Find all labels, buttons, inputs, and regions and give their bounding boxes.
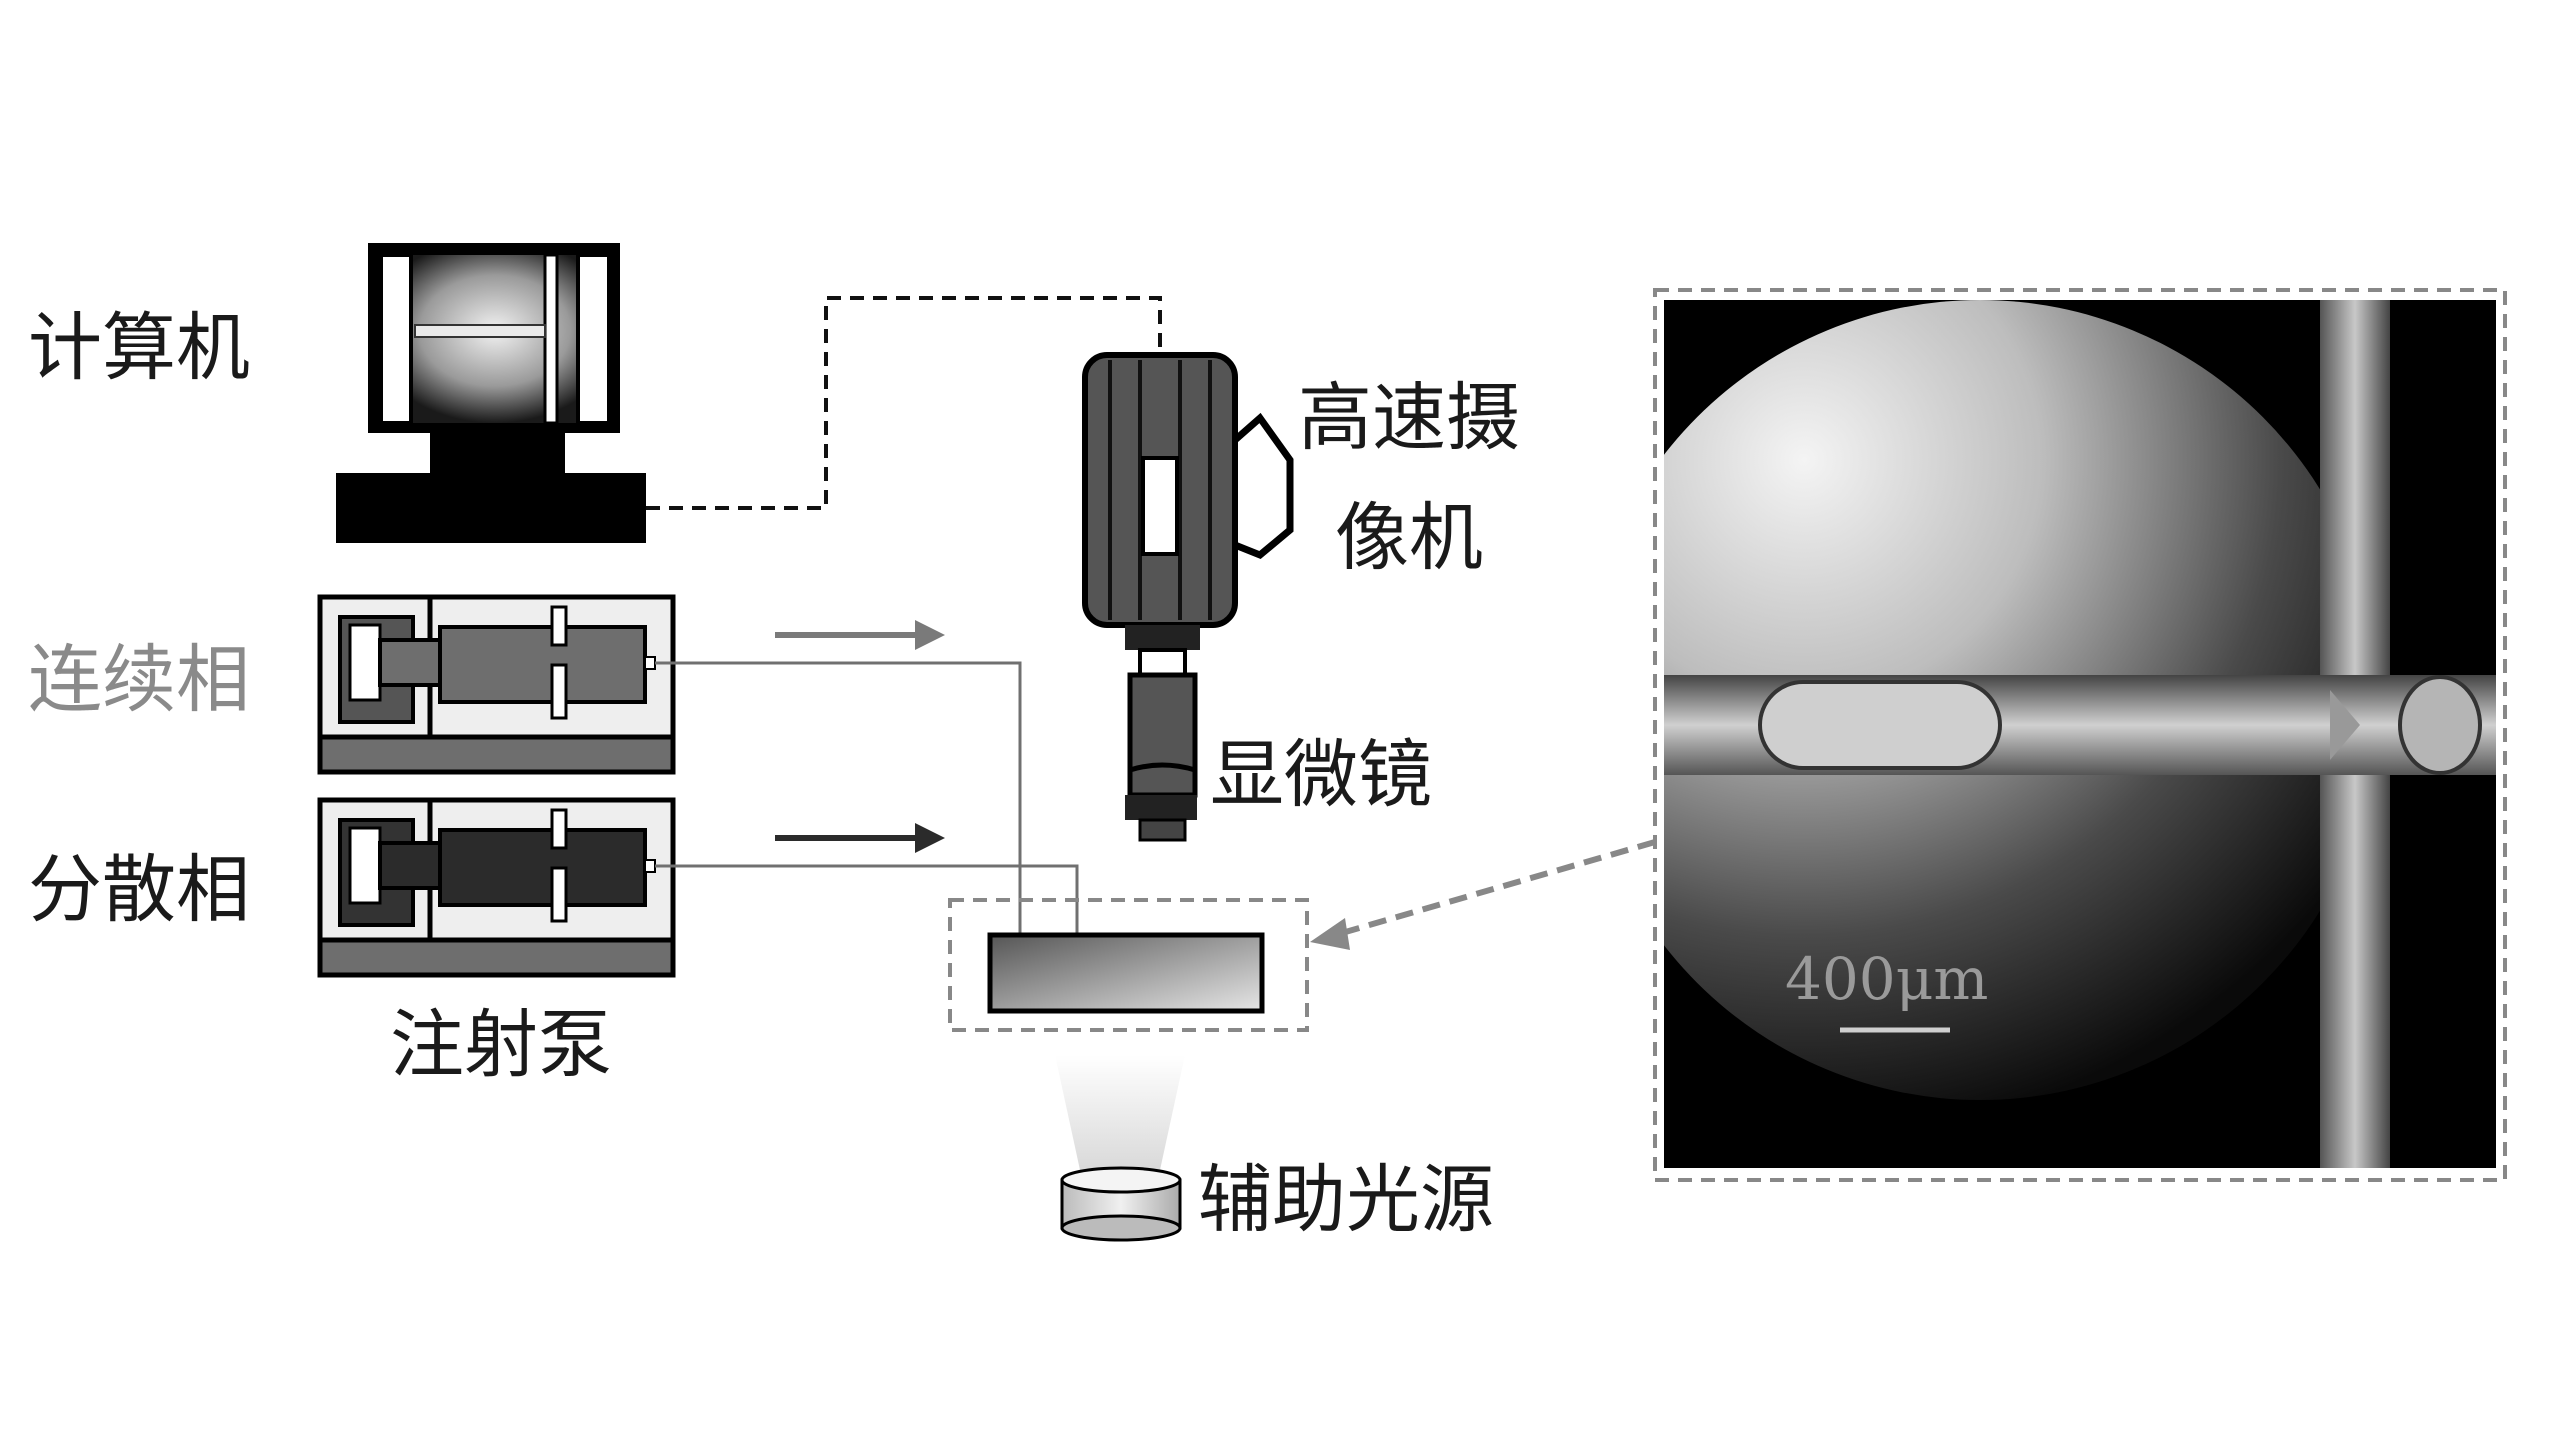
chip-highlight-box bbox=[948, 898, 1309, 1032]
light-source-icon bbox=[1060, 1166, 1182, 1242]
microscope-icon bbox=[1125, 648, 1198, 842]
scale-bar-label: 400μm bbox=[1785, 945, 1989, 1013]
syringe-pump-label: 注射泵 bbox=[390, 1002, 612, 1088]
micrograph-panel bbox=[1653, 288, 2507, 1182]
high-speed-camera-icon bbox=[1082, 352, 1294, 650]
data-cable-line bbox=[646, 296, 1162, 510]
zoom-pointer-arrow bbox=[1310, 839, 1656, 950]
continuous-flow-arrow bbox=[775, 620, 945, 650]
computer-label: 计算机 bbox=[28, 305, 250, 391]
dispersed-tube-line bbox=[655, 864, 1079, 935]
dispersed-phase-pump-icon bbox=[317, 797, 676, 978]
computer-icon bbox=[336, 243, 646, 543]
high-speed-camera-label-line2: 像机 bbox=[1335, 495, 1483, 581]
microscope-label: 显微镜 bbox=[1210, 732, 1432, 818]
continuous-tube-line bbox=[655, 661, 1022, 935]
light-beam bbox=[1055, 1055, 1185, 1170]
continuous-phase-pump-icon bbox=[317, 594, 676, 775]
microfluidic-chip bbox=[987, 932, 1265, 1014]
continuous-phase-label: 连续相 bbox=[28, 637, 250, 723]
high-speed-camera-label-line1: 高速摄 bbox=[1298, 375, 1520, 461]
dispersed-flow-arrow bbox=[775, 823, 945, 853]
aux-light-label: 辅助光源 bbox=[1198, 1157, 1494, 1243]
dispersed-phase-label: 分散相 bbox=[28, 847, 250, 933]
